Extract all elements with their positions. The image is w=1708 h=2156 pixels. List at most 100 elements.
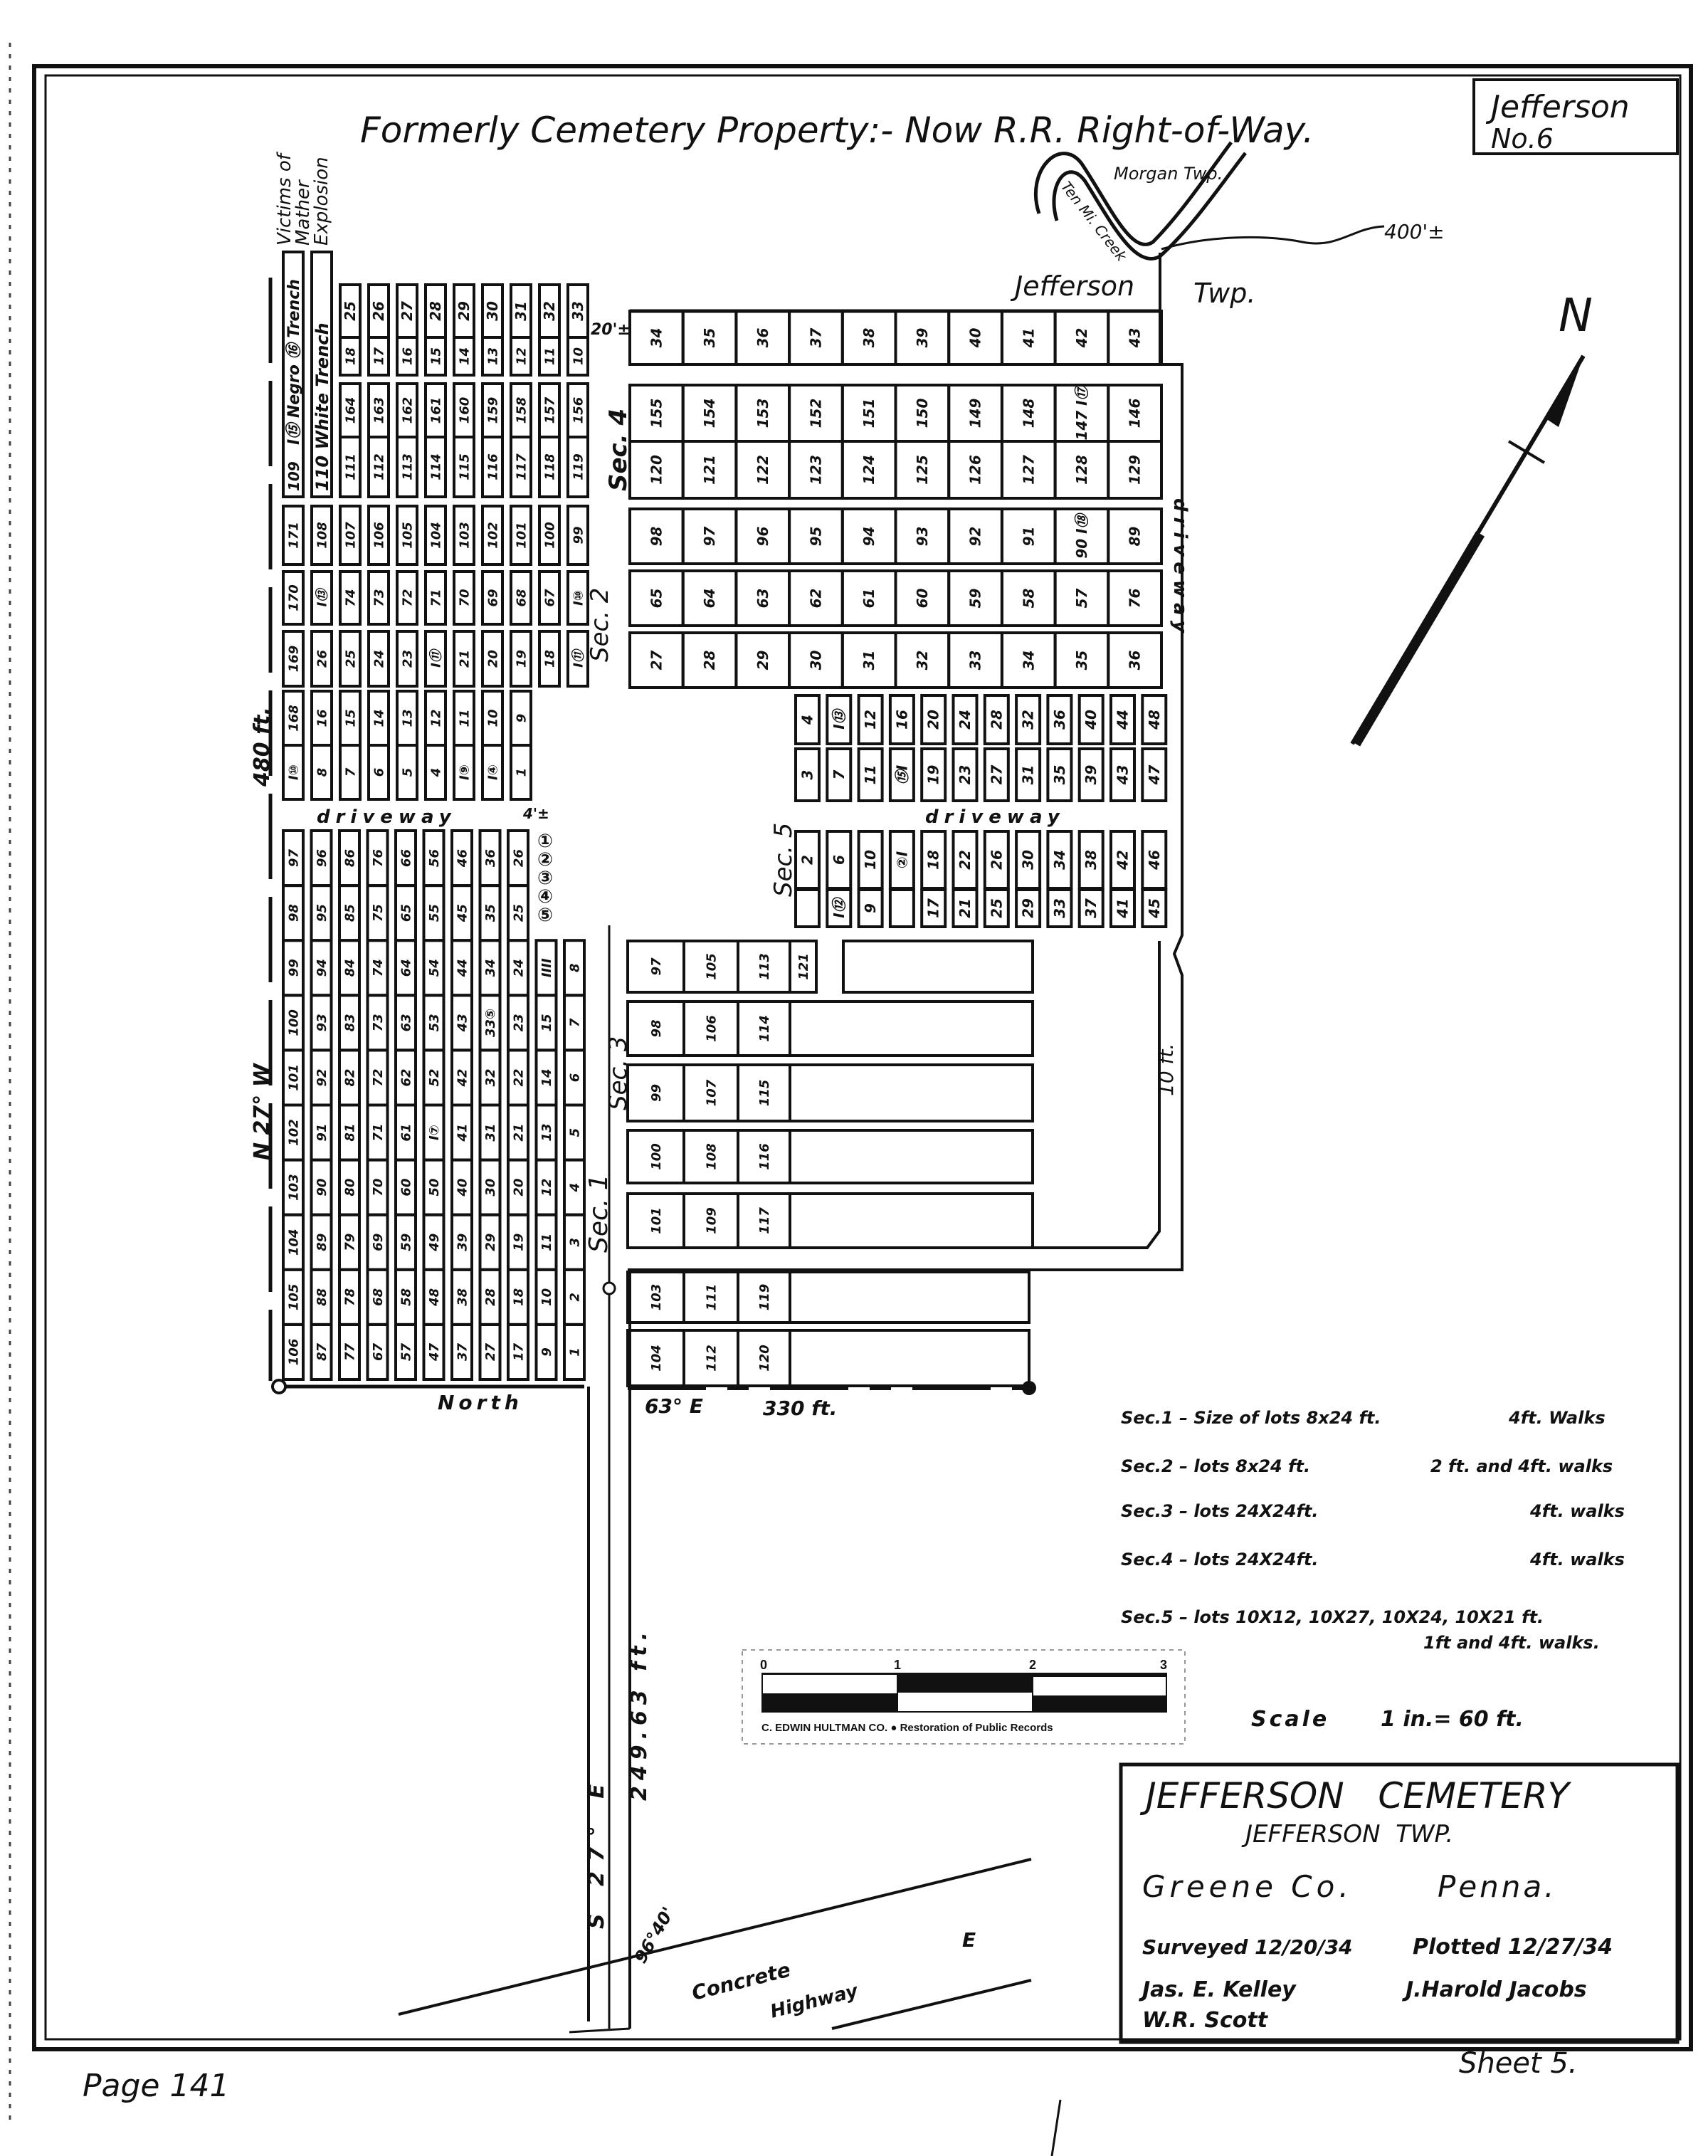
- lot-number: 8: [315, 768, 330, 777]
- lot-number: 41: [1114, 898, 1132, 919]
- lot: [338, 1322, 361, 1382]
- lot-number: 1: [514, 768, 529, 777]
- lot: [538, 570, 561, 626]
- lot: [857, 694, 884, 745]
- lot-number: 38: [455, 1288, 470, 1306]
- driveway-label-left: driveway: [317, 806, 457, 828]
- lot-number: 36: [1127, 651, 1144, 671]
- lot-number: 7: [343, 767, 358, 777]
- lot: [951, 747, 979, 802]
- lot-number: 157: [542, 396, 557, 424]
- lot: [453, 630, 475, 688]
- lot-number: 71: [371, 1124, 386, 1142]
- lot-number: 48: [427, 1288, 442, 1307]
- lot-number: 28: [427, 301, 444, 321]
- lot: [366, 1322, 389, 1382]
- lot-number: 86: [342, 849, 357, 867]
- lot-number: 150: [914, 399, 931, 428]
- lot-number: 9: [514, 714, 529, 723]
- lot-number: 3: [567, 1238, 582, 1247]
- lot-number: 67: [542, 589, 557, 607]
- lot-number: 48: [1146, 710, 1163, 730]
- lot-number: 62: [399, 1068, 413, 1086]
- lot-number: 33: [1051, 898, 1068, 918]
- north-length-label: 480 ft.: [250, 707, 275, 787]
- lot-number: 26: [988, 850, 1005, 870]
- highway-label-1: Concrete: [690, 1958, 793, 2005]
- graphic-scale-bar: 0 1 2 3 C. EDWIN HULTMAN CO. ● Restorati…: [742, 1649, 1186, 1745]
- lot-number: 4: [428, 768, 443, 778]
- sec4-label: Sec. 4: [604, 409, 633, 491]
- lot-number: 98: [648, 527, 665, 547]
- lot-number: 24: [956, 710, 974, 730]
- lot-number: 16: [893, 710, 910, 730]
- lot-number: 94: [860, 527, 877, 547]
- lot-number: 64: [701, 589, 718, 609]
- lot-number: 126: [967, 455, 984, 485]
- scale-tick-1: 1: [894, 1658, 901, 1672]
- lot-number: ⑮I: [893, 764, 910, 784]
- lot-number: 31: [860, 651, 877, 671]
- lot-number: 95: [315, 904, 330, 922]
- lot-number: 22: [956, 850, 974, 870]
- lot-number: I⑫: [831, 896, 848, 917]
- lot-number: 44: [455, 959, 470, 977]
- lot-number: 156: [571, 397, 586, 424]
- lot: [339, 505, 362, 566]
- lot: [424, 436, 447, 498]
- distance-label: 400'±: [1384, 220, 1445, 243]
- lot-number: 11: [542, 347, 557, 365]
- lot-number: 124: [860, 455, 877, 485]
- lot-number: 15: [539, 1014, 554, 1031]
- lot-number: 107: [704, 1079, 719, 1106]
- lot: [339, 630, 362, 688]
- lot: [538, 505, 561, 566]
- lot-number: 109: [704, 1207, 719, 1234]
- lot-number: 170: [286, 584, 301, 611]
- lot: [367, 570, 390, 626]
- trench-columns: I⑮ Negro ⑯ Trench 109 110 White Trench: [282, 251, 333, 498]
- lot-number: 39: [1082, 765, 1100, 785]
- lot: [888, 888, 915, 928]
- lot: [1109, 747, 1136, 802]
- lot-number: I⑬: [315, 587, 330, 607]
- legend-sec3: Sec.3 – lots 24X24ft.: [1121, 1501, 1318, 1521]
- lot: [534, 1322, 558, 1382]
- lot-number: 79: [342, 1234, 357, 1251]
- lot: [453, 336, 475, 377]
- lot-number: 116: [485, 453, 500, 480]
- lot-number: 21: [511, 1124, 526, 1142]
- lot-number: 7: [831, 769, 848, 779]
- lot: [367, 505, 390, 566]
- lot-number: 147 I⑰: [1073, 384, 1090, 440]
- victims-line-1: Victims of: [274, 151, 295, 246]
- lot-number: 36: [1051, 710, 1068, 730]
- lot-number: 91: [1020, 527, 1037, 547]
- lot-number: 4: [567, 1183, 582, 1193]
- legend-sec2-walks: 2 ft. and 4ft. walks: [1430, 1456, 1613, 1476]
- lot-number: 168: [286, 705, 301, 732]
- lot: [310, 630, 333, 688]
- plotted-date: Plotted 12/27/34: [1413, 1935, 1613, 1960]
- lot-number: 102: [485, 522, 500, 549]
- north-bearing-label: N 27° W: [250, 1062, 275, 1160]
- lot: [510, 570, 532, 626]
- lot: [1141, 694, 1168, 745]
- lot-number: 43: [1114, 765, 1132, 786]
- lot-number: 61: [399, 1124, 413, 1142]
- lot-number: 128: [1073, 455, 1090, 485]
- lot-number: 15: [343, 709, 358, 727]
- lot-number: 14: [539, 1068, 554, 1086]
- lot-number: 91: [315, 1124, 330, 1142]
- page-number: Page 141: [83, 2068, 229, 2104]
- highway-e-mark: E: [962, 1928, 976, 1952]
- lot-number: 57: [399, 1342, 413, 1361]
- lot: [1046, 888, 1073, 928]
- lot-number: 26: [315, 650, 330, 668]
- lot: [396, 336, 418, 377]
- lot-number: 154: [701, 399, 718, 428]
- lot-number: 20: [511, 1179, 526, 1197]
- lot-number: 103: [457, 522, 472, 549]
